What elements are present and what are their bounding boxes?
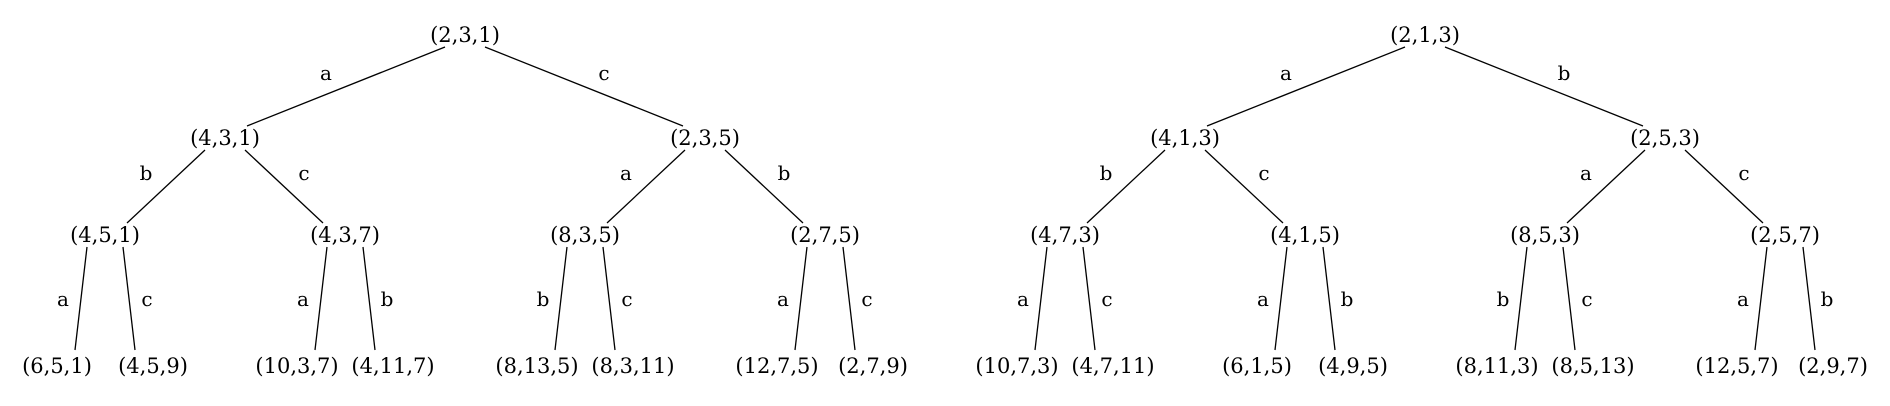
tree-edge: [1206, 46, 1406, 127]
tree-node: (6,1,5): [1222, 354, 1292, 378]
tree-edge: [362, 246, 376, 351]
edge-label: b: [139, 160, 153, 185]
tree-node: (4,3,7): [310, 223, 380, 247]
tree-edge: [1034, 246, 1048, 351]
tree-edge: [1802, 246, 1816, 351]
edge-label: a: [1580, 160, 1592, 185]
tree-node: (8,13,5): [495, 354, 579, 378]
edge-label: a: [620, 160, 632, 185]
tree-edge: [1514, 246, 1528, 351]
tree-node: (4,1,5): [1270, 223, 1340, 247]
tree-edge: [842, 246, 856, 351]
tree-edge: [126, 149, 206, 224]
tree-edge: [1086, 149, 1166, 224]
edge-label: c: [861, 286, 873, 311]
tree-edge: [1566, 149, 1646, 224]
edge-label: a: [777, 286, 789, 311]
tree-node: (2,1,3): [1390, 23, 1460, 47]
tree-node: (4,1,3): [1150, 126, 1220, 150]
edge-label: c: [621, 286, 633, 311]
tree-edge: [246, 46, 446, 127]
tree-edge: [1204, 149, 1284, 224]
edge-label: c: [1738, 160, 1750, 185]
tree-node: (4,7,11): [1071, 354, 1155, 378]
tree-edge: [554, 246, 568, 351]
edge-label: c: [598, 60, 610, 85]
edge-label: c: [1581, 286, 1593, 311]
tree-edge: [1274, 246, 1288, 351]
edge-label: a: [297, 286, 309, 311]
tree-edge: [74, 246, 88, 351]
edge-label: c: [298, 160, 310, 185]
edge-label: b: [1820, 286, 1834, 311]
tree-node: (6,5,1): [22, 354, 92, 378]
tree-edge: [724, 149, 804, 224]
tree-node: (8,3,5): [550, 223, 620, 247]
tree-node: (2,7,5): [790, 223, 860, 247]
edge-label: b: [1099, 160, 1113, 185]
tree-node: (4,5,9): [118, 354, 188, 378]
tree-node: (8,5,13): [1551, 354, 1635, 378]
edge-label: b: [536, 286, 550, 311]
tree-node: (2,3,5): [670, 126, 740, 150]
edge-label: a: [1280, 60, 1292, 85]
tree-node: (4,3,1): [190, 126, 260, 150]
tree-node: (10,3,7): [255, 354, 339, 378]
tree-edge: [244, 149, 324, 224]
tree-node: (8,5,3): [1510, 223, 1580, 247]
tree-edge: [794, 246, 808, 351]
tree-edge: [314, 246, 328, 351]
tree-edge: [602, 246, 616, 351]
tree-node: (4,7,3): [1030, 223, 1100, 247]
edge-label: a: [1257, 286, 1269, 311]
tree-node: (12,7,5): [735, 354, 819, 378]
tree-edge: [484, 46, 684, 127]
tree-node: (2,5,7): [1750, 223, 1820, 247]
tree-node: (4,9,5): [1318, 354, 1388, 378]
tree-node: (4,5,1): [70, 223, 140, 247]
tree-node: (2,7,9): [838, 354, 908, 378]
tree-edge: [1754, 246, 1768, 351]
edge-label: b: [380, 286, 394, 311]
edge-label: c: [1258, 160, 1270, 185]
tree-node: (2,5,3): [1630, 126, 1700, 150]
tree-node: (8,3,11): [591, 354, 675, 378]
tree-edge: [606, 149, 686, 224]
tree-edge: [1444, 46, 1644, 127]
tree-edge: [1684, 149, 1764, 224]
tree-edge: [1562, 246, 1576, 351]
edge-label: b: [1557, 60, 1571, 85]
edge-label: c: [141, 286, 153, 311]
edge-label: a: [1017, 286, 1029, 311]
edge-label: a: [320, 60, 332, 85]
tree-edge: [1322, 246, 1336, 351]
tree-node: (8,11,3): [1455, 354, 1539, 378]
edge-label: a: [57, 286, 69, 311]
tree-node: (12,5,7): [1695, 354, 1779, 378]
tree-edge: [122, 246, 136, 351]
edge-label: b: [1496, 286, 1510, 311]
tree-edge: [1082, 246, 1096, 351]
tree-node: (2,9,7): [1798, 354, 1868, 378]
tree-node: (2,3,1): [430, 23, 500, 47]
tree-node: (4,11,7): [351, 354, 435, 378]
edge-label: a: [1737, 286, 1749, 311]
tree-node: (10,7,3): [975, 354, 1059, 378]
edge-label: b: [1340, 286, 1354, 311]
edge-label: b: [777, 160, 791, 185]
edge-label: c: [1101, 286, 1113, 311]
